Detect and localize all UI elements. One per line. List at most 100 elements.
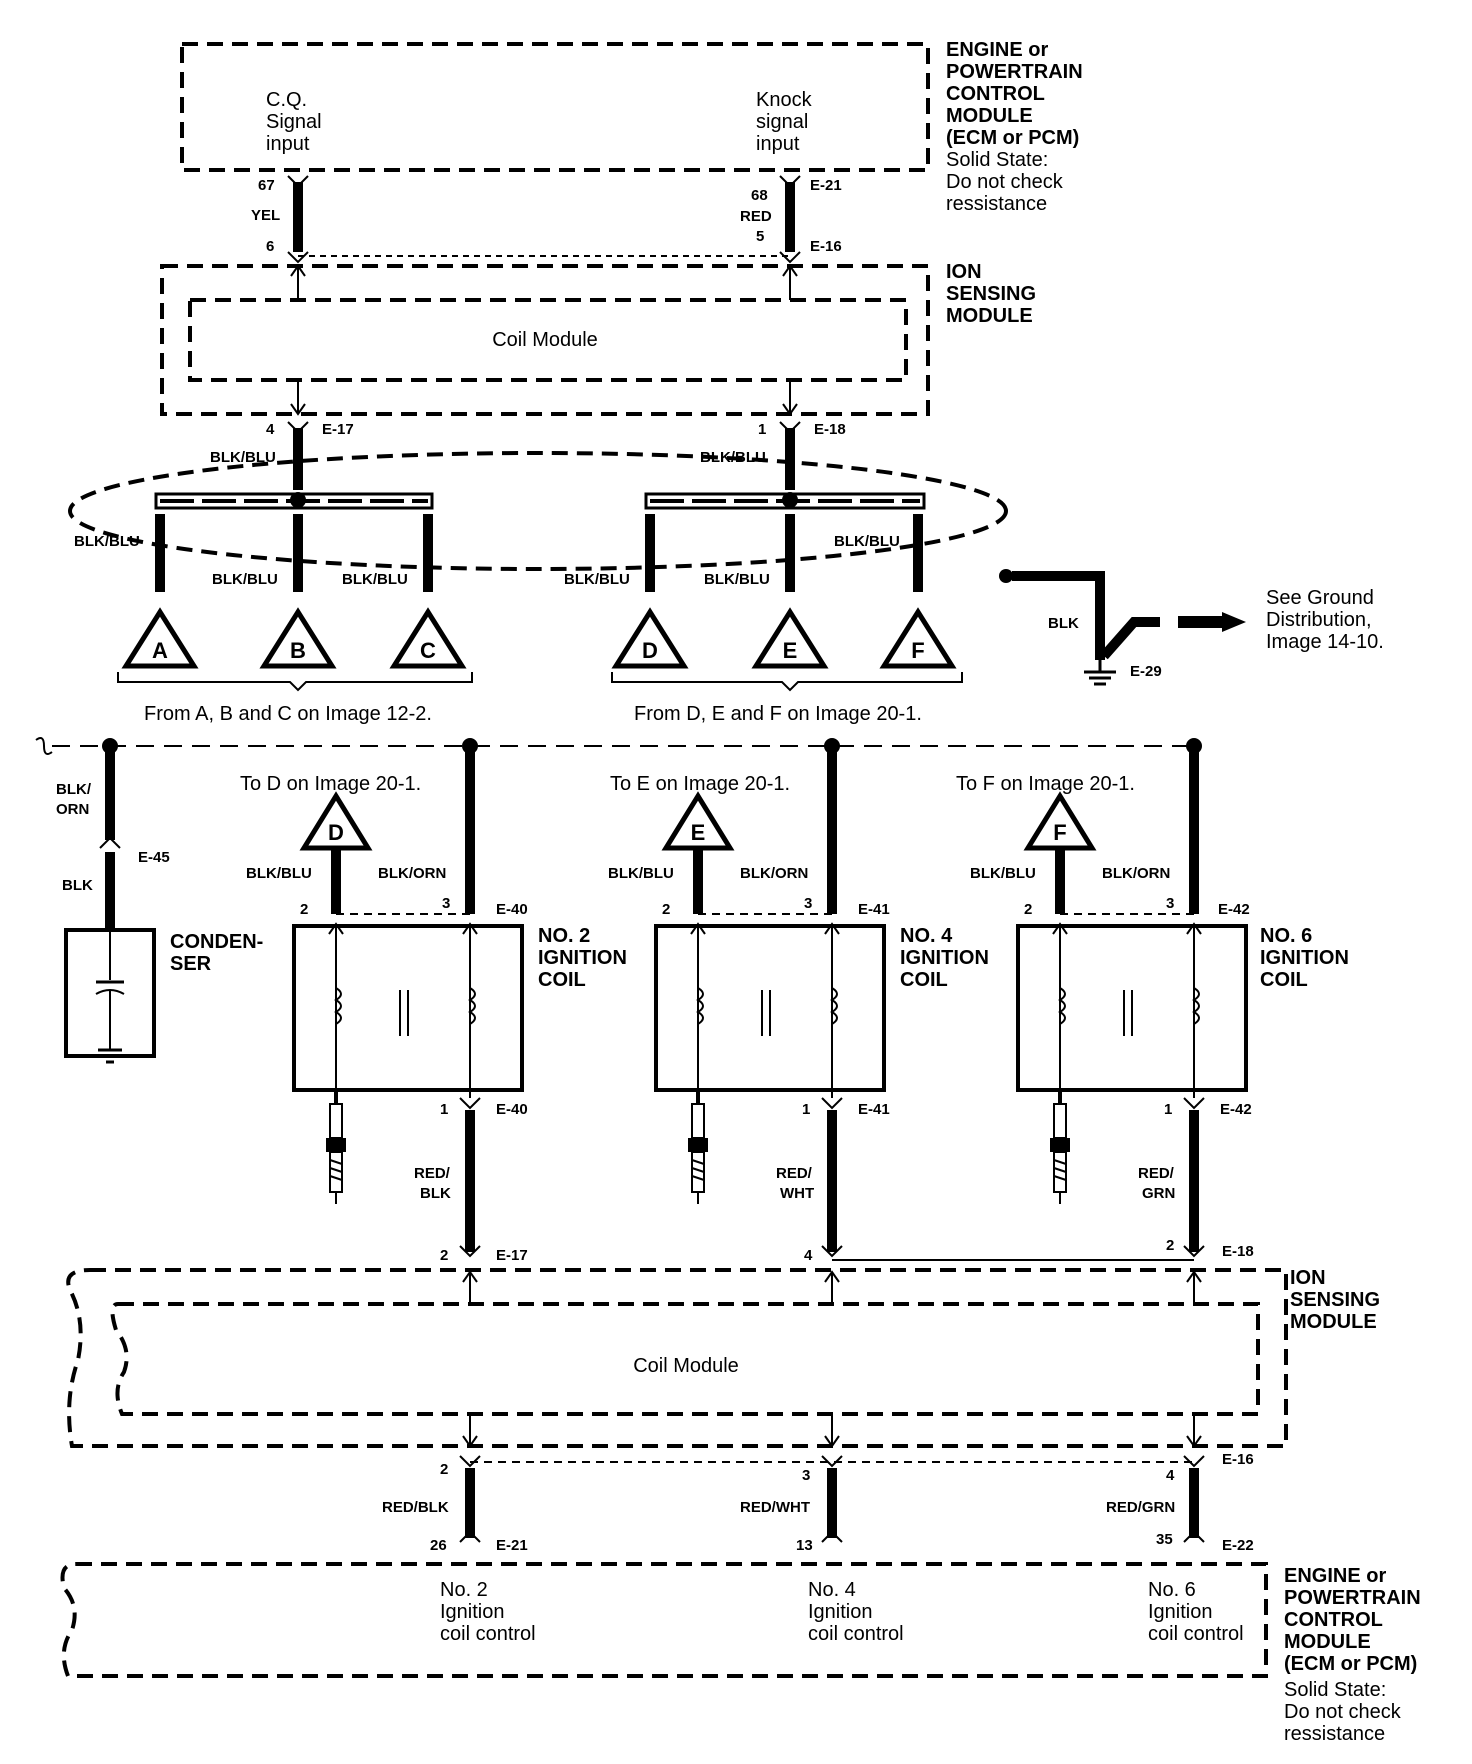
connector-1-e18 xyxy=(779,421,801,434)
cq-signal-label-1: C.Q. xyxy=(266,89,307,111)
coil2-pin-bottom: 1 xyxy=(440,1101,448,1118)
coil2-to-label: To D on Image 20-1. xyxy=(240,773,421,795)
ecm-ctrl-6-line-1: No. 6 xyxy=(1148,1579,1196,1601)
ecm-top-title-3: CONTROL xyxy=(946,83,1045,105)
ecm-top-title-4: MODULE xyxy=(946,105,1033,127)
coil4-title-3: COIL xyxy=(900,969,948,991)
splice-condenser xyxy=(102,738,118,754)
coil4-spark-plug-icon xyxy=(688,1090,708,1204)
arrow-up-2 xyxy=(782,264,798,277)
svg-text:E: E xyxy=(783,638,798,663)
b-arrow-up-1 xyxy=(462,1270,478,1283)
coil6-title-1: NO. 6 xyxy=(1260,925,1312,947)
coil4-out-color-2: WHT xyxy=(780,1185,814,1202)
coil4-pin-bottom: 1 xyxy=(802,1101,810,1118)
coil4-tri-letter: E xyxy=(691,820,706,845)
shield-wire-label-d: BLK/BLU xyxy=(564,571,630,588)
coil4-title-2: IGNITION xyxy=(900,947,989,969)
knock-signal-label-2: signal xyxy=(756,111,808,133)
coil6-ion-pin: 2 xyxy=(1166,1237,1174,1254)
shield-wire-label-b: BLK/BLU xyxy=(212,571,278,588)
coil2-left-color: BLK/BLU xyxy=(246,865,312,882)
ion-top-title-3: MODULE xyxy=(946,305,1033,327)
ion-top-title-1: ION xyxy=(946,261,982,283)
ion-out-wire-4: 3 RED/WHT 13 xyxy=(740,1455,843,1554)
coil6-tri-letter: F xyxy=(1053,820,1066,845)
ignition-coil-2: To D on Image 20-1. D BLK/BLU BLK/ORN 2 … xyxy=(240,752,627,1264)
connector-68 xyxy=(779,175,801,188)
ion-out-4-pin-top: 3 xyxy=(802,1467,810,1484)
brace-abc xyxy=(117,672,473,692)
ion-top-title-2: SENSING xyxy=(946,283,1036,305)
cq-signal-label-3: input xyxy=(266,133,310,155)
coil6-spark-plug-icon xyxy=(1050,1090,1070,1204)
ground-wire-blk xyxy=(1012,571,1105,660)
from-def-label: From D, E and F on Image 20-1. xyxy=(634,703,922,725)
coil2-pin-left: 2 xyxy=(300,901,308,918)
ground-wire-label: BLK xyxy=(1048,615,1079,632)
ecm-ctrl-4-line-1: No. 4 xyxy=(808,1579,856,1601)
coil6-to-label: To F on Image 20-1. xyxy=(956,773,1135,795)
ecm-ctrl-4-line-2: Ignition xyxy=(808,1601,873,1623)
pin-6: 6 xyxy=(266,238,274,255)
coil6-conn: E-42 xyxy=(1218,901,1250,918)
ecm-ctrl-6-line-3: coil control xyxy=(1148,1623,1244,1645)
ground-note-2: Distribution, xyxy=(1266,609,1372,631)
b-arrow-down-1 xyxy=(462,1435,478,1448)
coil6-out-color-1: RED/ xyxy=(1138,1165,1175,1182)
arrow-down-1 xyxy=(290,403,306,416)
ion-out-2-pin-bottom: 26 xyxy=(430,1537,447,1554)
coil2-out-color-2: BLK xyxy=(420,1185,451,1202)
coil6-conn-bottom: E-42 xyxy=(1220,1101,1252,1118)
ion-out-4-pin-bottom: 13 xyxy=(796,1537,813,1554)
conn-e16-top: E-16 xyxy=(810,238,842,255)
wire-label-blkblu-1: BLK/BLU xyxy=(210,449,276,466)
b-arrow-up-3 xyxy=(1186,1270,1202,1283)
coil4-out-color-1: RED/ xyxy=(776,1165,813,1182)
coil4-conn: E-41 xyxy=(858,901,890,918)
coil6-out-color-2: GRN xyxy=(1142,1185,1175,1202)
ecm-bottom-title-1: ENGINE or xyxy=(1284,1565,1386,1587)
coil2-conn: E-40 xyxy=(496,901,528,918)
ion-out-2-color: RED/BLK xyxy=(382,1499,449,1516)
wire-label-red: RED xyxy=(740,208,772,225)
shield-ground-point xyxy=(999,569,1013,583)
ecm-top-title-5: (ECM or PCM) xyxy=(946,127,1079,149)
ground-conn-e29: E-29 xyxy=(1130,663,1162,680)
triangle-b: B xyxy=(259,607,337,669)
ground-note-1: See Ground xyxy=(1266,587,1374,609)
ion-out-2-conn: E-21 xyxy=(496,1537,528,1554)
conn-e17: E-17 xyxy=(322,421,354,438)
condenser-title-2: SER xyxy=(170,953,212,975)
svg-text:C: C xyxy=(420,638,436,663)
ecm-top-title-2: POWERTRAIN xyxy=(946,61,1083,83)
svg-text:B: B xyxy=(290,638,306,663)
brace-def xyxy=(611,672,963,692)
coil6-title-2: IGNITION xyxy=(1260,947,1349,969)
coil4-right-color: BLK/ORN xyxy=(740,865,808,882)
coil4-pin-right: 3 xyxy=(804,895,812,912)
conn-e18: E-18 xyxy=(814,421,846,438)
arrow-down-2 xyxy=(782,403,798,416)
b-arrow-up-2 xyxy=(824,1270,840,1283)
shield-wire-label-c: BLK/BLU xyxy=(342,571,408,588)
splice-coil6 xyxy=(1186,738,1202,754)
ion-out-6-conn-top: E-16 xyxy=(1222,1451,1254,1468)
ground-jumper xyxy=(1100,617,1160,660)
ecm-bottom-box xyxy=(60,1562,1268,1678)
ecm-top-box xyxy=(180,42,930,172)
condenser-wire-label-2: ORN xyxy=(56,801,89,818)
triangle-f: F xyxy=(879,607,957,669)
ecm-ctrl-4-line-3: coil control xyxy=(808,1623,904,1645)
ion-top-inner xyxy=(188,298,908,382)
triangle-e: E xyxy=(751,607,829,669)
condenser-wire-label-1: BLK/ xyxy=(56,781,92,798)
ecm-bottom-title-5: (ECM or PCM) xyxy=(1284,1653,1417,1675)
coil2-spark-plug-icon xyxy=(326,1090,346,1204)
ion-out-6-color: RED/GRN xyxy=(1106,1499,1175,1516)
coil2-tri-letter: D xyxy=(328,820,344,845)
coil2-title-3: COIL xyxy=(538,969,586,991)
coil2-pin-right: 3 xyxy=(442,895,450,912)
from-abc-label: From A, B and C on Image 12-2. xyxy=(144,703,432,725)
pin-67: 67 xyxy=(258,177,275,194)
